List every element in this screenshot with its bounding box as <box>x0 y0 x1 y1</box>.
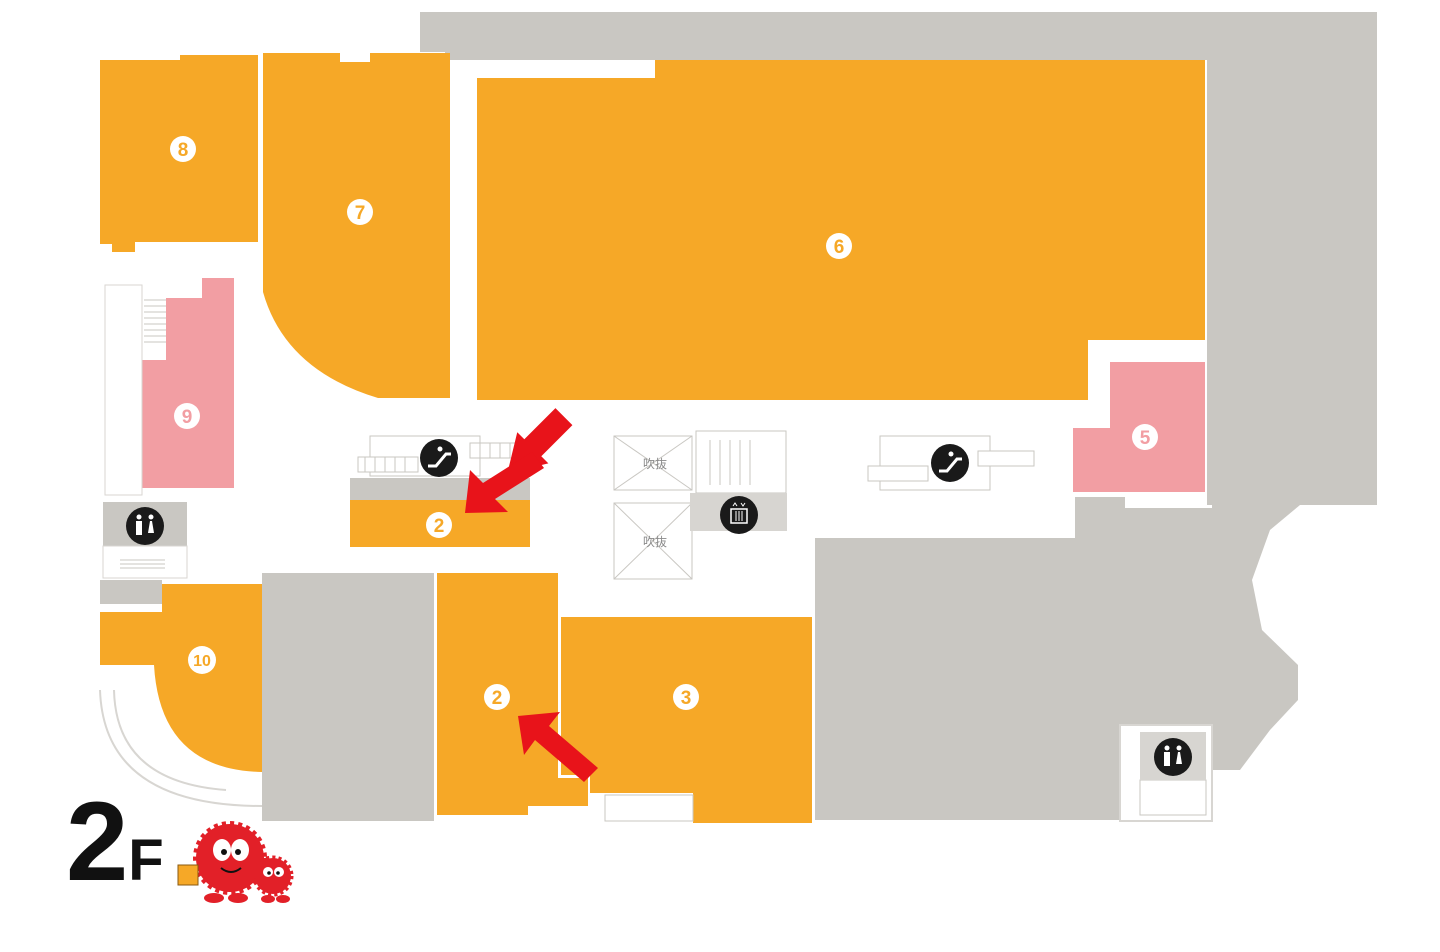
hedgehog-mascot <box>177 821 294 903</box>
store-7[interactable] <box>263 53 450 398</box>
atrium-label: 吹抜 <box>643 457 667 471</box>
atrium-area: 吹抜 吹抜 <box>613 430 787 580</box>
store-blocks: 8 7 6 9 5 2 2 3 10 <box>100 53 1205 823</box>
store-3[interactable] <box>561 617 812 823</box>
store-number: 2 <box>492 688 503 709</box>
left-staircase <box>104 284 166 496</box>
bottom-middle-grey-block <box>262 573 434 821</box>
curved-entrance-outline <box>113 689 227 791</box>
escalator-icon[interactable] <box>931 444 969 482</box>
restroom-icon[interactable] <box>126 507 164 545</box>
corner-grey-block <box>100 580 162 604</box>
floor-label: 2F <box>66 786 164 898</box>
back-grey-block <box>420 12 1377 770</box>
store-number: 9 <box>182 407 193 428</box>
store-number: 7 <box>355 203 366 224</box>
restroom-icon[interactable] <box>1140 732 1206 780</box>
floor-suffix: F <box>128 828 164 893</box>
escalator-right-structure <box>867 435 1035 491</box>
store-9[interactable] <box>142 278 234 488</box>
store-6[interactable] <box>477 60 1205 400</box>
bottom-right-grey-block <box>815 497 1212 820</box>
store-number: 8 <box>178 140 189 161</box>
store-number: 10 <box>193 653 211 670</box>
building-structure <box>100 12 1377 821</box>
floor-number: 2 <box>66 779 128 904</box>
escalator-icon[interactable] <box>420 439 458 477</box>
bottom-staircases <box>604 779 1207 822</box>
store-2[interactable] <box>437 573 588 815</box>
store-10[interactable] <box>100 584 262 772</box>
store-number: 2 <box>434 516 445 537</box>
store-number: 6 <box>834 237 845 258</box>
arrow-pointer <box>465 452 598 782</box>
curved-entrance-outline <box>99 689 263 807</box>
store-number: 5 <box>1140 428 1151 449</box>
store-number: 3 <box>681 688 692 709</box>
arrow-pointer <box>507 408 573 474</box>
elevator-icon[interactable] <box>720 496 758 534</box>
atrium-label: 吹抜 <box>643 535 667 549</box>
